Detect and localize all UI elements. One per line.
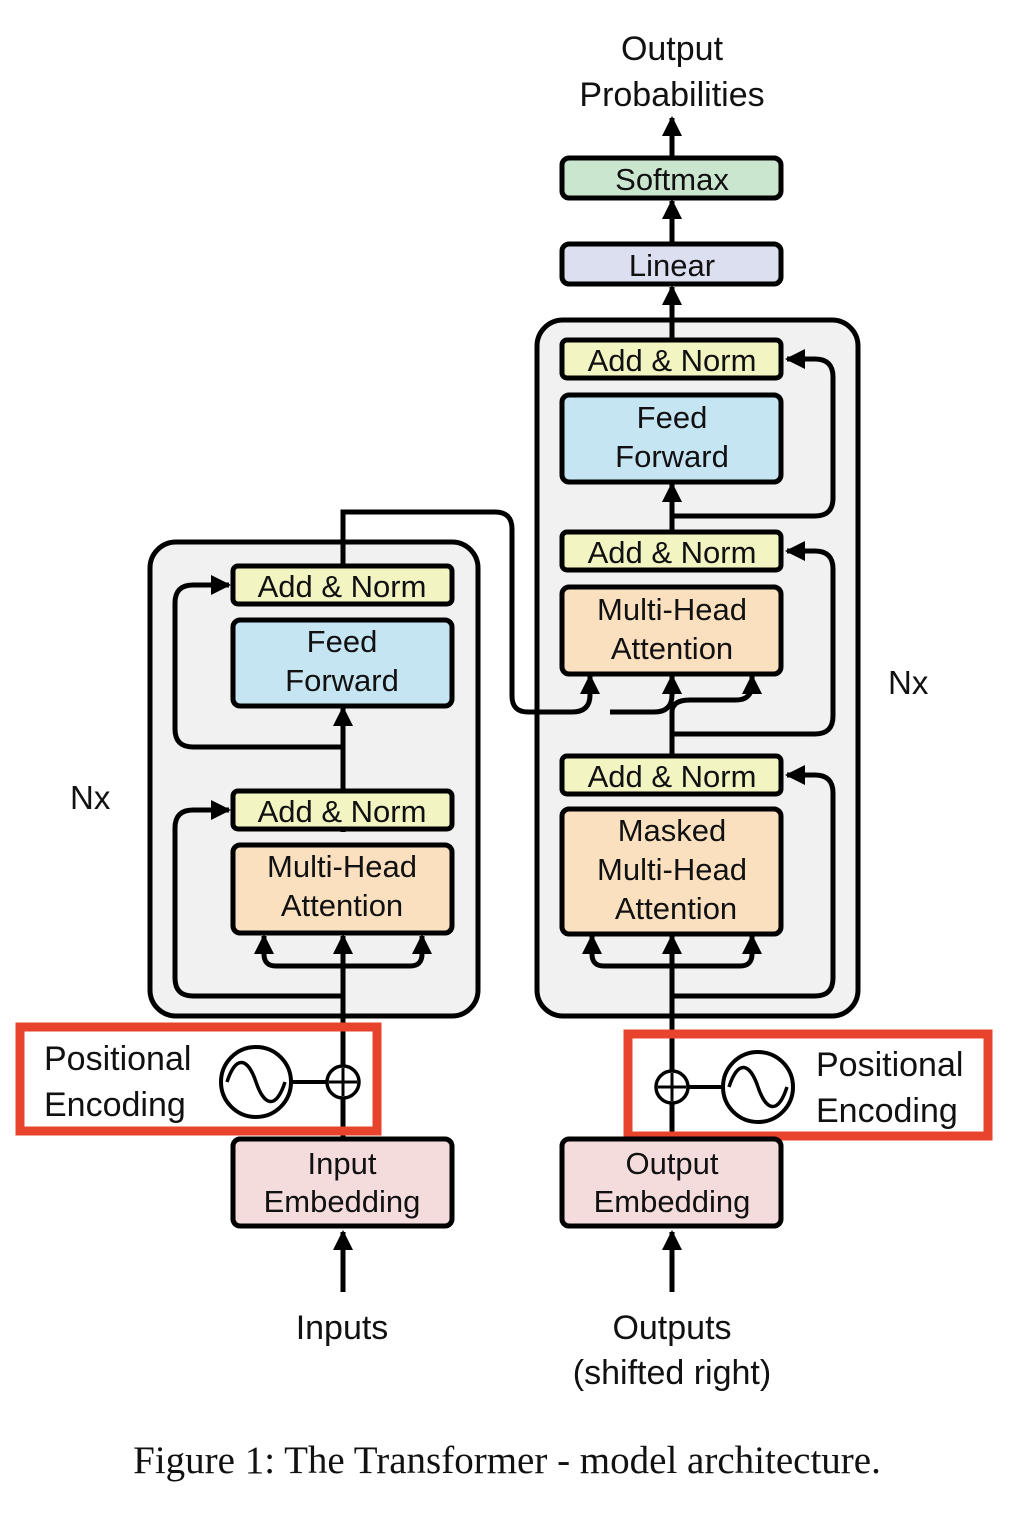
encoder-add-norm-bottom-box <box>230 788 455 832</box>
linear-label: Linear <box>629 248 715 283</box>
softmax-block: Softmax <box>559 155 784 201</box>
input-embedding-line1: Input <box>308 1146 377 1181</box>
decoder-add-norm-mid-label: Add & Norm <box>588 535 757 570</box>
output-probabilities-line2: Probabilities <box>579 76 764 114</box>
decoder-add-norm-mid-box <box>559 529 784 573</box>
decoder-cross-attention-line1: Multi-Head <box>597 592 747 627</box>
encoder-stack <box>147 539 481 1019</box>
decoder-feed-forward-line2: Forward <box>615 439 729 474</box>
decoder-cross-attention: Multi-Head Attention <box>559 584 784 677</box>
decoder-positional-encoding-highlight <box>623 1029 993 1141</box>
encoder-positional-encoding-line2: Encoding <box>44 1086 186 1124</box>
decoder-masked-attention-box <box>559 806 784 937</box>
output-embedding-line2: Embedding <box>594 1184 751 1219</box>
encoder-positional-encoding-line1: Positional <box>44 1040 191 1078</box>
encoder-add-norm-bottom: Add & Norm <box>230 788 455 832</box>
decoder-wires <box>582 116 836 1292</box>
encoder-repeat-label: Nx <box>70 779 111 816</box>
decoder-add-icon <box>654 1069 690 1105</box>
encoder-feed-forward-line1: Feed <box>307 624 378 659</box>
encoder-attention-line2: Attention <box>281 888 403 923</box>
encoder-attention: Multi-Head Attention <box>230 842 455 936</box>
encoder-positional-encoding: Positional Encoding <box>44 1040 361 1124</box>
encoder-add-norm-bottom-label: Add & Norm <box>258 794 427 829</box>
linear-box <box>559 241 784 287</box>
output-embedding-line1: Output <box>625 1146 718 1181</box>
linear-block: Linear <box>559 241 784 287</box>
output-embedding-box <box>559 1136 784 1229</box>
encoder-add-icon <box>325 1064 361 1100</box>
softmax-box <box>559 155 784 201</box>
decoder-sine-wave-icon <box>721 1050 795 1124</box>
decoder-add-norm-mid: Add & Norm <box>559 529 784 573</box>
decoder-repeat-label: Nx <box>888 664 929 701</box>
encoder-add-norm-top: Add & Norm <box>230 563 455 607</box>
encoder-attention-box <box>230 842 455 936</box>
decoder-cross-attention-box <box>559 584 784 677</box>
decoder-positional-encoding-line2: Encoding <box>816 1092 958 1130</box>
figure-caption: Figure 1: The Transformer - model archit… <box>133 1439 881 1482</box>
encoder-feed-forward: Feed Forward <box>230 617 455 709</box>
output-embedding: Output Embedding <box>559 1136 784 1229</box>
decoder-add-norm-bottom-label: Add & Norm <box>588 759 757 794</box>
output-probabilities-line1: Output <box>621 30 724 68</box>
inputs-label: Inputs <box>296 1309 389 1347</box>
decoder-add-norm-top: Add & Norm <box>559 337 784 381</box>
softmax-label: Softmax <box>615 162 729 197</box>
decoder-masked-attention-line2: Multi-Head <box>597 852 747 887</box>
outputs-label-line2: (shifted right) <box>573 1354 771 1392</box>
decoder-add-norm-top-label: Add & Norm <box>588 343 757 378</box>
input-embedding: Input Embedding <box>230 1136 455 1229</box>
decoder-masked-attention-line3: Attention <box>615 891 737 926</box>
encoder-feed-forward-line2: Forward <box>285 663 399 698</box>
decoder-masked-attention-line1: Masked <box>618 813 727 848</box>
decoder-feed-forward: Feed Forward <box>559 392 784 485</box>
encoder-add-norm-top-label: Add & Norm <box>258 569 427 604</box>
input-embedding-line2: Embedding <box>264 1184 421 1219</box>
outputs-label-line1: Outputs <box>612 1309 731 1347</box>
encoder-positional-encoding-highlight <box>15 1022 382 1136</box>
decoder-positional-encoding: Positional Encoding <box>654 1046 963 1130</box>
decoder-feed-forward-line1: Feed <box>637 400 708 435</box>
decoder-add-norm-bottom: Add & Norm <box>559 753 784 797</box>
decoder-positional-encoding-line1: Positional <box>816 1046 963 1084</box>
encoder-attention-line1: Multi-Head <box>267 849 417 884</box>
decoder-cross-attention-line2: Attention <box>611 631 733 666</box>
decoder-add-norm-bottom-box <box>559 753 784 797</box>
decoder-masked-attention: Masked Multi-Head Attention <box>559 806 784 937</box>
decoder-add-norm-top-box <box>559 337 784 381</box>
input-embedding-box <box>230 1136 455 1229</box>
decoder-feed-forward-box <box>559 392 784 485</box>
encoder-add-norm-top-box <box>230 563 455 607</box>
encoder-sine-wave-icon <box>219 1045 293 1119</box>
encoder-feed-forward-box <box>230 617 455 709</box>
